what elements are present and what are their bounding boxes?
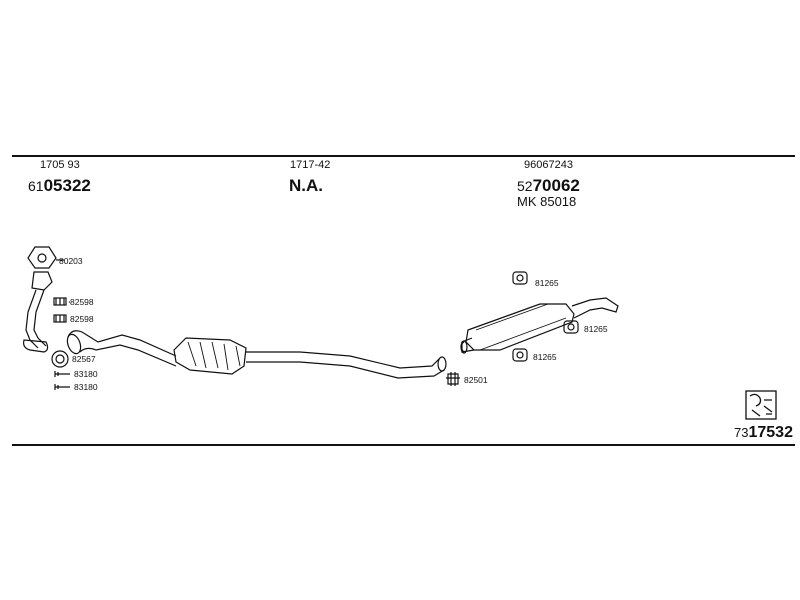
footer-main: 17532: [748, 424, 793, 441]
gasket-icon: [27, 246, 57, 269]
col1-ref-top: 1705 93: [40, 159, 80, 171]
bolt-a-icon: [54, 371, 70, 377]
col3-sub: MK 85018: [517, 194, 577, 209]
hanger-c-icon: [512, 348, 528, 362]
bolt-b-icon: [54, 384, 70, 390]
col1-prefix: 61: [28, 178, 44, 194]
col3-part-number: 5270062: [517, 177, 580, 195]
top-rule: [12, 155, 795, 157]
label-clamp-mid: 82501: [464, 375, 488, 385]
bottom-rule: [12, 444, 795, 446]
downpipe: [25, 289, 47, 349]
label-gasket-front: 80203: [59, 256, 83, 266]
clamp-mid-icon: [446, 372, 460, 386]
col2-ref-top: 1717-42: [290, 159, 331, 171]
flange-icon: [31, 271, 53, 291]
label-ring: 82567: [72, 354, 96, 364]
footer-part-number: 7317532: [734, 425, 793, 441]
label-bolt-a: 83180: [74, 369, 98, 379]
col1-part-number: 6105322: [28, 177, 91, 195]
label-hanger-c: 81265: [533, 352, 557, 362]
col3-ref-top: 96067243: [524, 159, 573, 171]
col3-prefix: 52: [517, 178, 533, 194]
label-clamp-a: 82598: [70, 297, 94, 307]
catalytic-converter: [173, 337, 247, 375]
footer-prefix: 73: [734, 425, 749, 440]
kit-box-icon: [745, 390, 777, 420]
col3-main: 70062: [532, 176, 580, 195]
label-clamp-b: 82598: [70, 314, 94, 324]
ring-icon: [51, 350, 69, 368]
rear-muffler: [465, 303, 575, 351]
label-bolt-b: 83180: [74, 382, 98, 392]
hanger-a-icon: [512, 271, 528, 285]
front-pipe: [67, 330, 177, 367]
hanger-b-icon: [563, 320, 579, 334]
col2-main: N.A.: [289, 176, 323, 195]
label-hanger-b: 81265: [584, 324, 608, 334]
middle-pipe: [246, 351, 445, 379]
tail-pipe: [571, 297, 619, 319]
col1-main: 05322: [43, 176, 91, 195]
label-hanger-a: 81265: [535, 278, 559, 288]
